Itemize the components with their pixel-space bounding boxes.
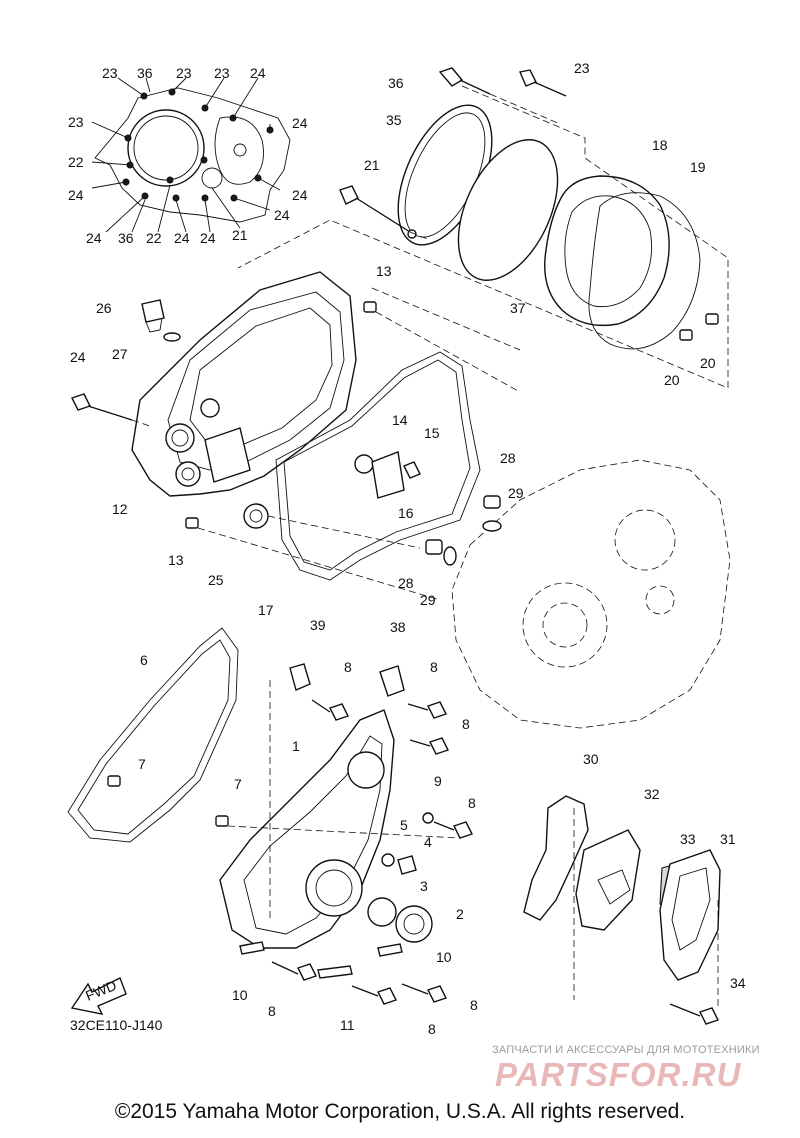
callout: 28 <box>500 450 516 466</box>
callout: 8 <box>428 1021 436 1037</box>
callout: 8 <box>268 1003 276 1019</box>
callout: 24 <box>70 349 86 365</box>
callout: 2 <box>456 906 464 922</box>
callout: 15 <box>424 425 440 441</box>
callout: 7 <box>138 756 146 772</box>
callout: 9 <box>434 773 442 789</box>
diagram-code: 32CE110-J140 <box>70 1017 163 1033</box>
callout: 20 <box>700 355 716 371</box>
callout: 10 <box>436 949 452 965</box>
callout: 36 <box>118 230 134 246</box>
callout: 19 <box>690 159 706 175</box>
callout: 16 <box>398 505 414 521</box>
callout: 22 <box>146 230 162 246</box>
callout: 32 <box>644 786 660 802</box>
callout: 34 <box>730 975 746 991</box>
callout: 23 <box>68 114 84 130</box>
callout: 24 <box>68 187 84 203</box>
callout: 8 <box>468 795 476 811</box>
callout: 29 <box>420 592 436 608</box>
callout: 24 <box>274 207 290 223</box>
callout: 36 <box>137 65 153 81</box>
callout: 11 <box>340 1017 355 1033</box>
forward-arrow-icon: FWD <box>70 977 127 1015</box>
callout: 8 <box>470 997 478 1013</box>
callout: 3 <box>420 878 428 894</box>
callout: 35 <box>386 112 402 128</box>
callout: 36 <box>388 75 404 91</box>
callout-labels: 23 36 23 23 24 23 24 22 24 24 24 36 22 2… <box>68 60 746 1037</box>
callout: 1 <box>292 738 300 754</box>
callout: 25 <box>208 572 224 588</box>
callout: 24 <box>200 230 216 246</box>
callout: 12 <box>112 501 128 517</box>
callout: 37 <box>510 300 526 316</box>
callout: 31 <box>720 831 736 847</box>
clutch-cover-group <box>237 67 729 389</box>
housing-group <box>71 271 521 601</box>
sprocket-cover-group <box>523 795 721 1025</box>
callout: 8 <box>462 716 470 732</box>
callout: 39 <box>310 617 326 633</box>
callout: 27 <box>112 346 128 362</box>
callout: 8 <box>430 659 438 675</box>
callout: 18 <box>652 137 668 153</box>
callout: 24 <box>250 65 266 81</box>
callout: 29 <box>508 485 524 501</box>
callout: 33 <box>680 831 696 847</box>
callout: 24 <box>292 187 308 203</box>
callout: 26 <box>96 300 112 316</box>
callout: 23 <box>176 65 192 81</box>
callout: 23 <box>214 65 230 81</box>
callout: 23 <box>574 60 590 76</box>
callout: 24 <box>174 230 190 246</box>
callout: 10 <box>232 987 248 1003</box>
callout: 38 <box>390 619 406 635</box>
callout: 23 <box>102 65 118 81</box>
callout: 13 <box>376 263 392 279</box>
callout: 13 <box>168 552 184 568</box>
bolt-pattern-inset <box>91 77 291 233</box>
callout: 28 <box>398 575 414 591</box>
crankcase-cover-group <box>67 627 473 1005</box>
watermark-subtitle: ЗАПЧАСТИ И АКСЕССУАРЫ ДЛЯ МОТОТЕХНИКИ <box>492 1044 760 1056</box>
callout: 30 <box>583 751 599 767</box>
callout: 22 <box>68 154 84 170</box>
callout: 24 <box>292 115 308 131</box>
callout: 21 <box>232 227 248 243</box>
callout: 5 <box>400 817 408 833</box>
crankcase-group <box>425 459 731 729</box>
callout: 4 <box>424 834 432 850</box>
callout: 21 <box>364 157 380 173</box>
callout: 20 <box>664 372 680 388</box>
watermark-logo: PARTSFOR.RU <box>495 1056 742 1093</box>
callout: 7 <box>234 776 242 792</box>
copyright-notice: ©2015 Yamaha Motor Corporation, U.S.A. A… <box>114 1100 686 1123</box>
callout: 8 <box>344 659 352 675</box>
callout: 14 <box>392 412 408 428</box>
callout: 6 <box>140 652 148 668</box>
callout: 24 <box>86 230 102 246</box>
callout: 17 <box>258 602 274 618</box>
